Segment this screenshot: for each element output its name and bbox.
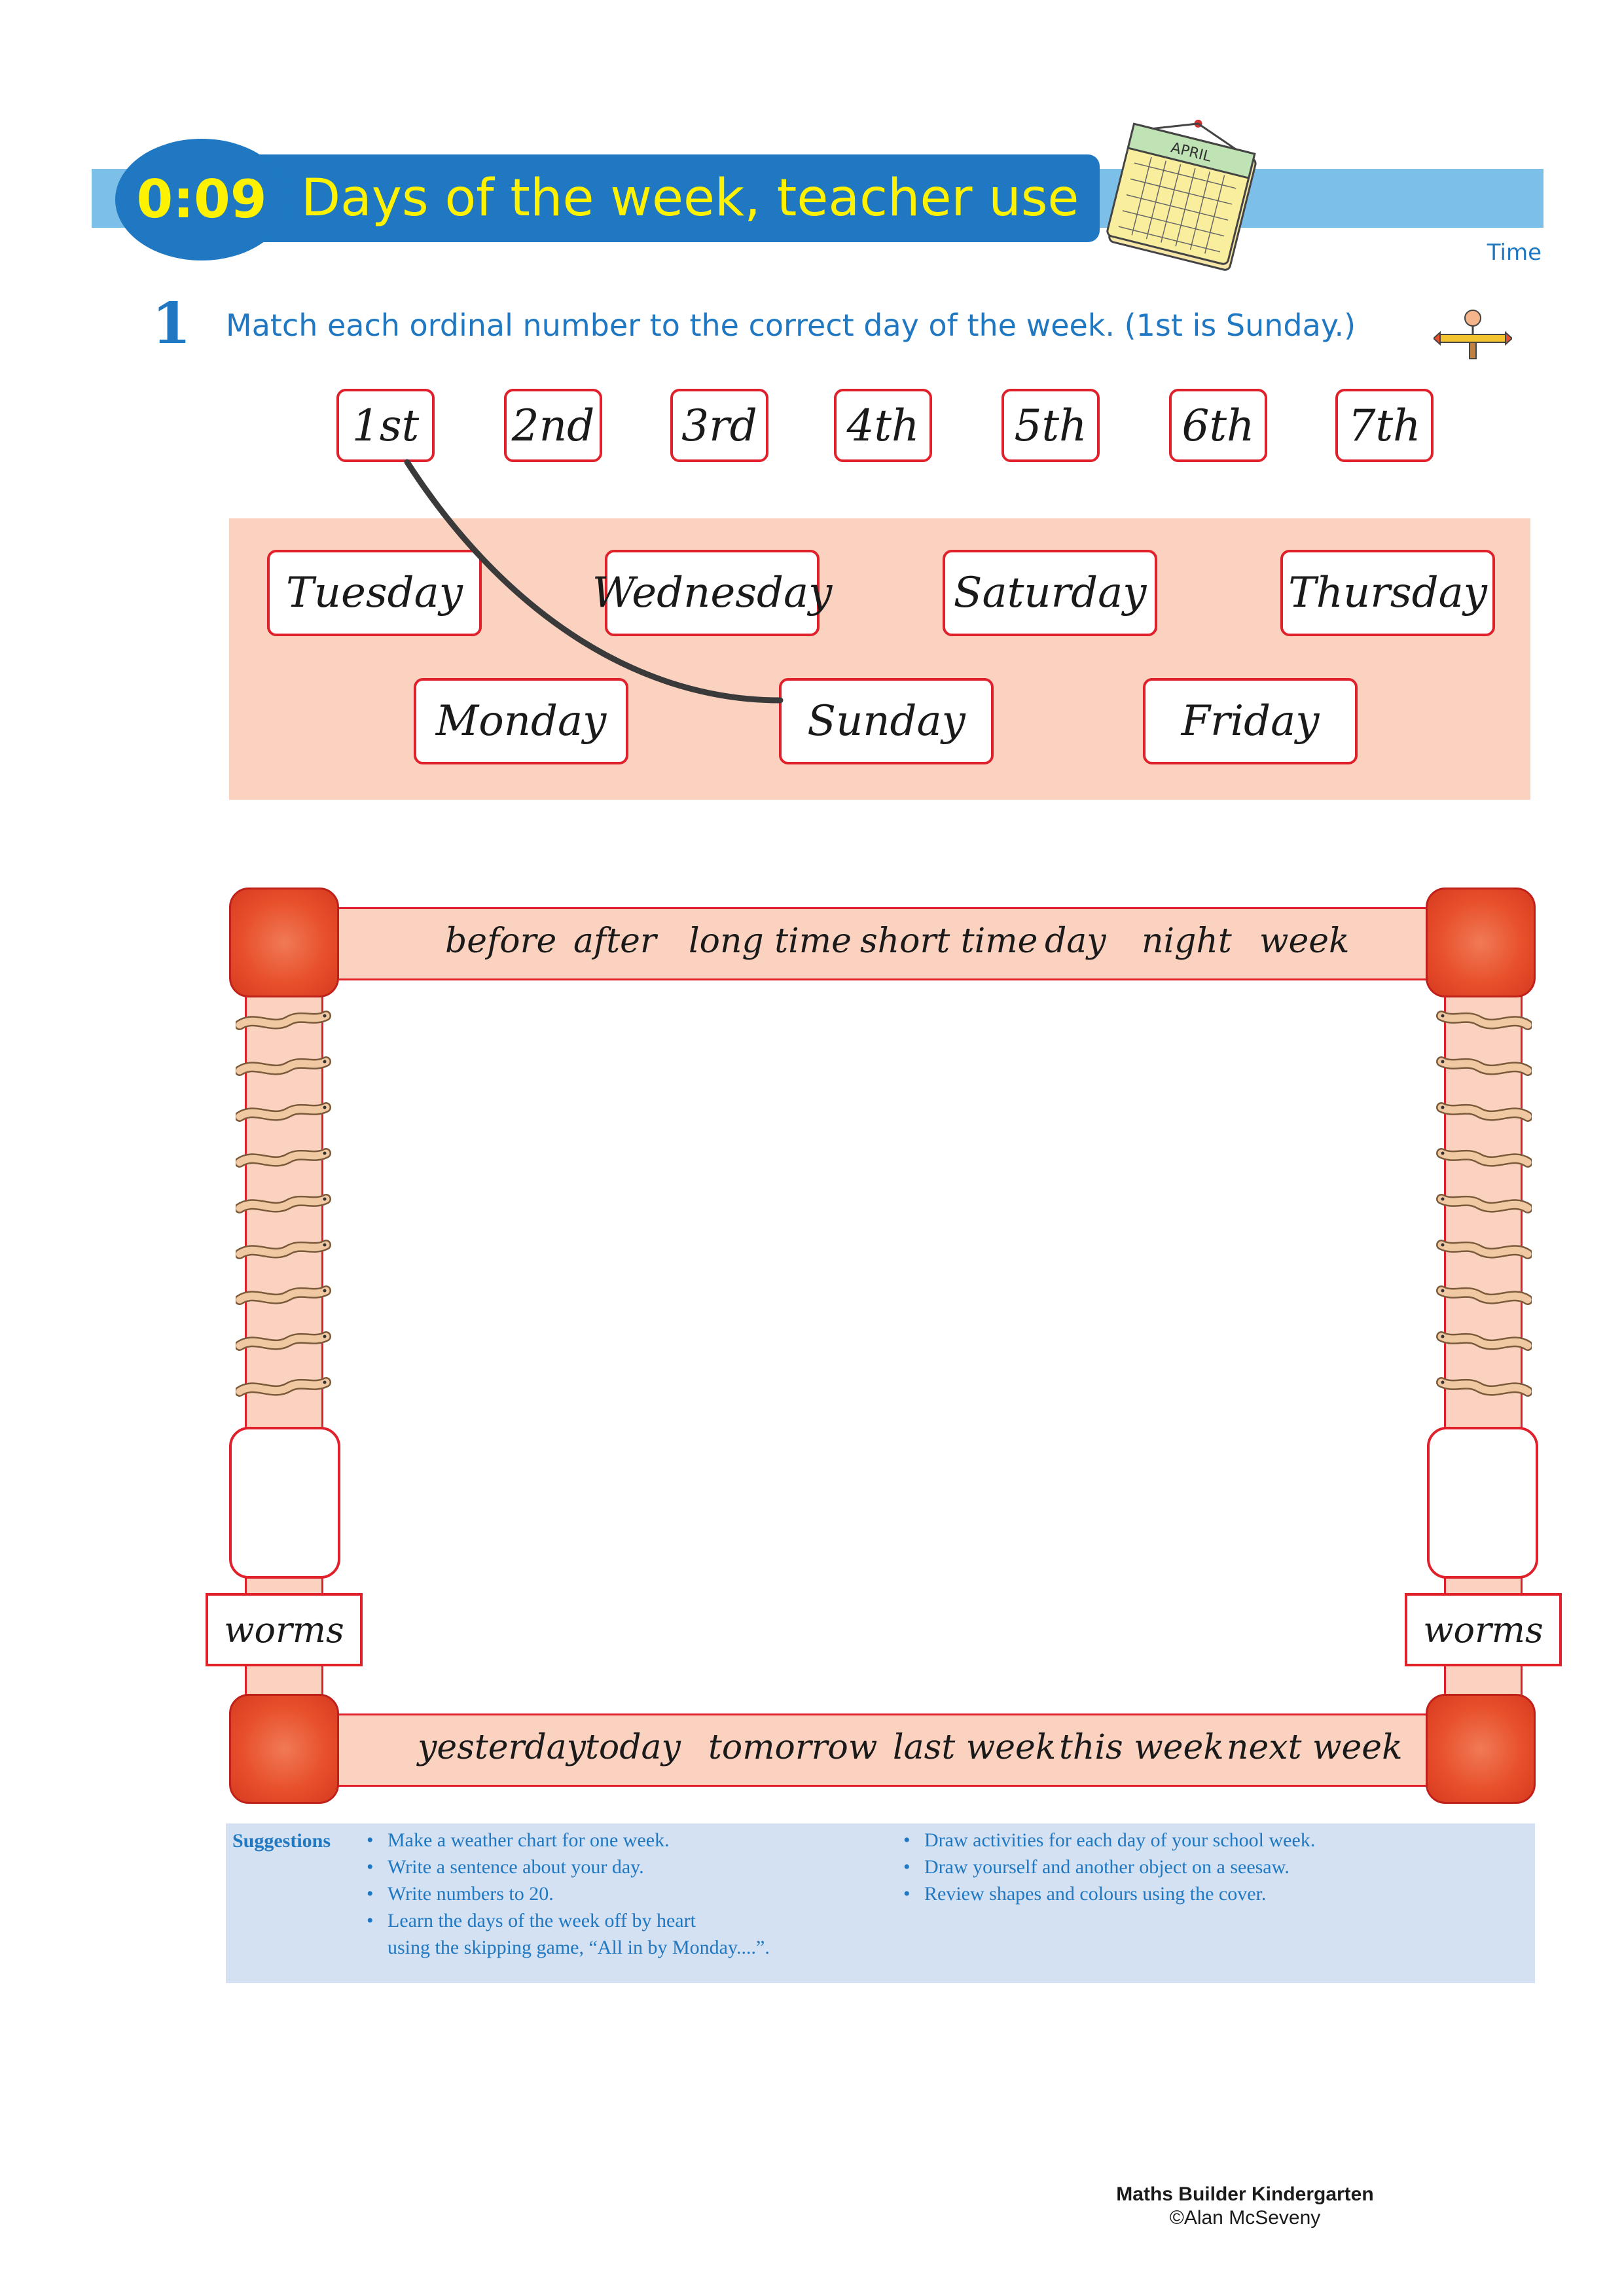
question-text: Match each ordinal number to the correct… [226, 308, 1356, 343]
suggestion-item: Review shapes and colours using the cove… [903, 1880, 1315, 1907]
suggestion-item: Draw activities for each day of your sch… [903, 1827, 1315, 1854]
label-worms-left: worms [206, 1593, 363, 1666]
day-friday[interactable]: Friday [1143, 678, 1358, 764]
corner-bottom-right [1426, 1694, 1536, 1804]
page-title: Days of the week, teacher use [301, 169, 1079, 228]
match-line [404, 459, 784, 704]
ordinal-7th[interactable]: 7th [1335, 389, 1434, 462]
frame-word-week: week [1259, 922, 1350, 961]
seesaw-arrow-icon [1434, 310, 1512, 359]
suggestion-item: Write a sentence about your day. [367, 1854, 770, 1880]
frame-word-last-week: last week [893, 1728, 1056, 1767]
corner-bottom-left [229, 1694, 339, 1804]
frame-word-yesterday: yesterday [418, 1728, 586, 1767]
frame-word-short-time: short time [860, 922, 1038, 961]
blank-box-left[interactable] [229, 1427, 340, 1579]
ordinal-1st[interactable]: 1st [336, 389, 435, 462]
frame-word-after: after [573, 922, 657, 961]
day-tuesday[interactable]: Tuesday [267, 550, 482, 636]
corner-top-right [1426, 888, 1536, 997]
day-thursday[interactable]: Thursday [1280, 550, 1495, 636]
title-bar [151, 154, 1100, 242]
ordinal-3rd[interactable]: 3rd [670, 389, 768, 462]
frame-word-this-week: this week [1059, 1728, 1224, 1767]
day-sunday[interactable]: Sunday [779, 678, 994, 764]
suggestion-item: Learn the days of the week off by heart [367, 1907, 770, 1934]
question-number: 1 [152, 291, 191, 357]
suggestion-item: Write numbers to 20. [367, 1880, 770, 1907]
suggestion-item: Make a weather chart for one week. [367, 1827, 770, 1854]
section-label: Time [1487, 240, 1542, 266]
corner-top-left [229, 888, 339, 997]
frame-word-night: night [1142, 922, 1232, 961]
day-monday[interactable]: Monday [414, 678, 628, 764]
label-worms-right: worms [1405, 1593, 1562, 1666]
suggestions-heading: Suggestions [232, 1830, 331, 1852]
worm-stack-right-icon [1434, 1001, 1532, 1407]
footer-book-title: Maths Builder Kindergarten [1116, 2183, 1374, 2205]
lesson-number: 0:09 [136, 169, 267, 230]
frame-bottom-bar [325, 1713, 1431, 1787]
frame-word-before: before [445, 922, 557, 961]
frame-word-next-week: next week [1227, 1728, 1403, 1767]
frame-word-tomorrow: tomorrow [708, 1728, 878, 1767]
ordinal-6th[interactable]: 6th [1169, 389, 1267, 462]
day-wednesday[interactable]: Wednesday [592, 550, 832, 636]
suggestions-list-right: Draw activities for each day of your sch… [903, 1827, 1315, 1907]
ordinal-5th[interactable]: 5th [1001, 389, 1100, 462]
ordinal-4th[interactable]: 4th [834, 389, 932, 462]
suggestion-item: Draw yourself and another object on a se… [903, 1854, 1315, 1880]
day-saturday[interactable]: Saturday [943, 550, 1157, 636]
frame-word-today: today [585, 1728, 681, 1767]
title-oval [115, 139, 288, 260]
blank-box-right[interactable] [1427, 1427, 1538, 1579]
worm-stack-left-icon [236, 1001, 334, 1407]
frame-word-long-time: long time [689, 922, 852, 961]
ordinal-2nd[interactable]: 2nd [504, 389, 602, 462]
suggestion-item-continued: using the skipping game, “All in by Mond… [388, 1937, 770, 1958]
footer-copyright: ©Alan McSeveny [1169, 2207, 1321, 2229]
frame-word-day: day [1045, 922, 1106, 961]
frame-top-bar [325, 907, 1431, 980]
suggestions-list-left: Make a weather chart for one week. Write… [367, 1827, 770, 1961]
calendar-icon: APRIL [1106, 119, 1257, 271]
